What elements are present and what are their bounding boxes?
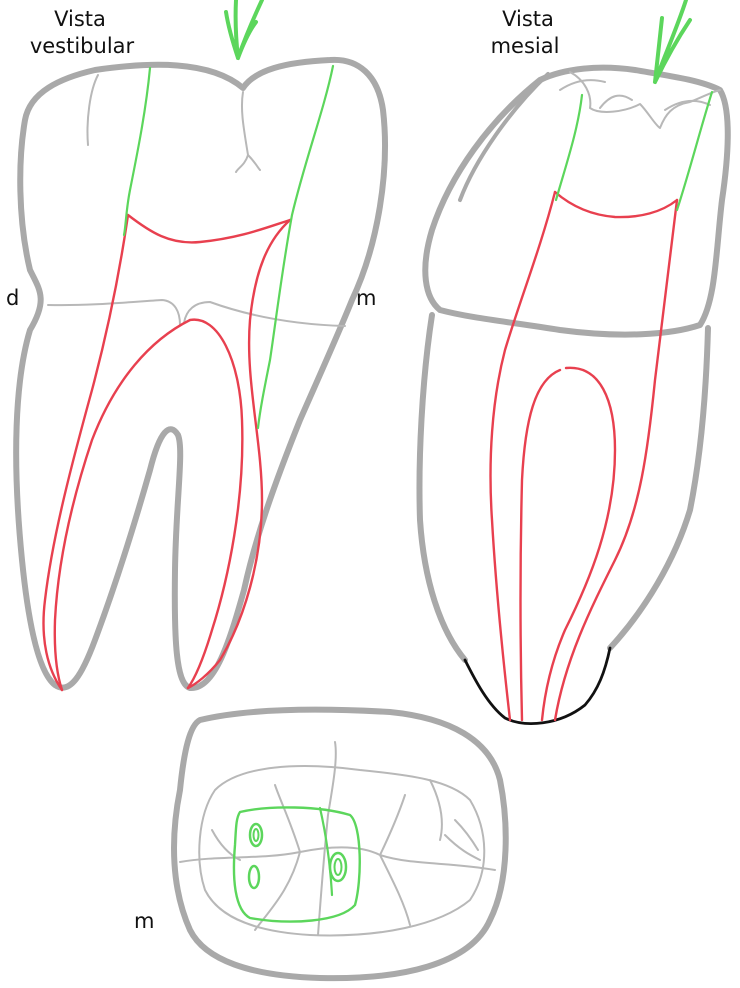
buccal-pulp-chamber [128,215,290,242]
occlusal-orifice-mesiobuccal-inner [254,829,259,841]
buccal-mesial-canal-outer [188,220,290,688]
buccal-cej-line [48,300,345,326]
occlusal-mesial-label: m [134,908,154,934]
occlusal-orifice-mesiolingual [249,866,259,888]
mesial-pulp-chamber [555,192,677,217]
mesial-side-label: m [356,285,376,311]
buccal-view-title-line2: vestibular [12,33,152,59]
buccal-access-line-distal [124,68,150,235]
occlusal-orifice-distal-inner [335,859,342,875]
mesial-access-line-buccal [556,95,582,200]
occlusal-fissure [180,742,495,935]
occlusal-orifice-distal [330,853,346,881]
arrow-icon [655,0,690,82]
mesial-crown-outline [425,68,727,335]
mesial-root-outline [420,315,709,660]
mesial-view-title-line2: mesial [470,33,580,59]
buccal-tooth-outline [16,60,385,688]
mesial-view-title-line1: Vista [488,6,568,32]
mesial-buccal-canal-inner [521,370,561,720]
buccal-view-title-line1: Vista [40,6,120,32]
buccal-fissure [87,75,260,172]
distal-side-label: d [6,285,19,311]
buccal-view [16,0,385,690]
mesial-apex [465,648,610,724]
mesial-crown-inner-outline [460,74,548,200]
mesial-view [420,0,728,724]
arrow-icon [226,0,262,58]
occlusal-view [174,710,506,979]
occlusal-orifice-mesiobuccal [250,824,262,846]
mesial-access-line-lingual [677,92,712,210]
buccal-distal-canal-inner [55,320,190,690]
